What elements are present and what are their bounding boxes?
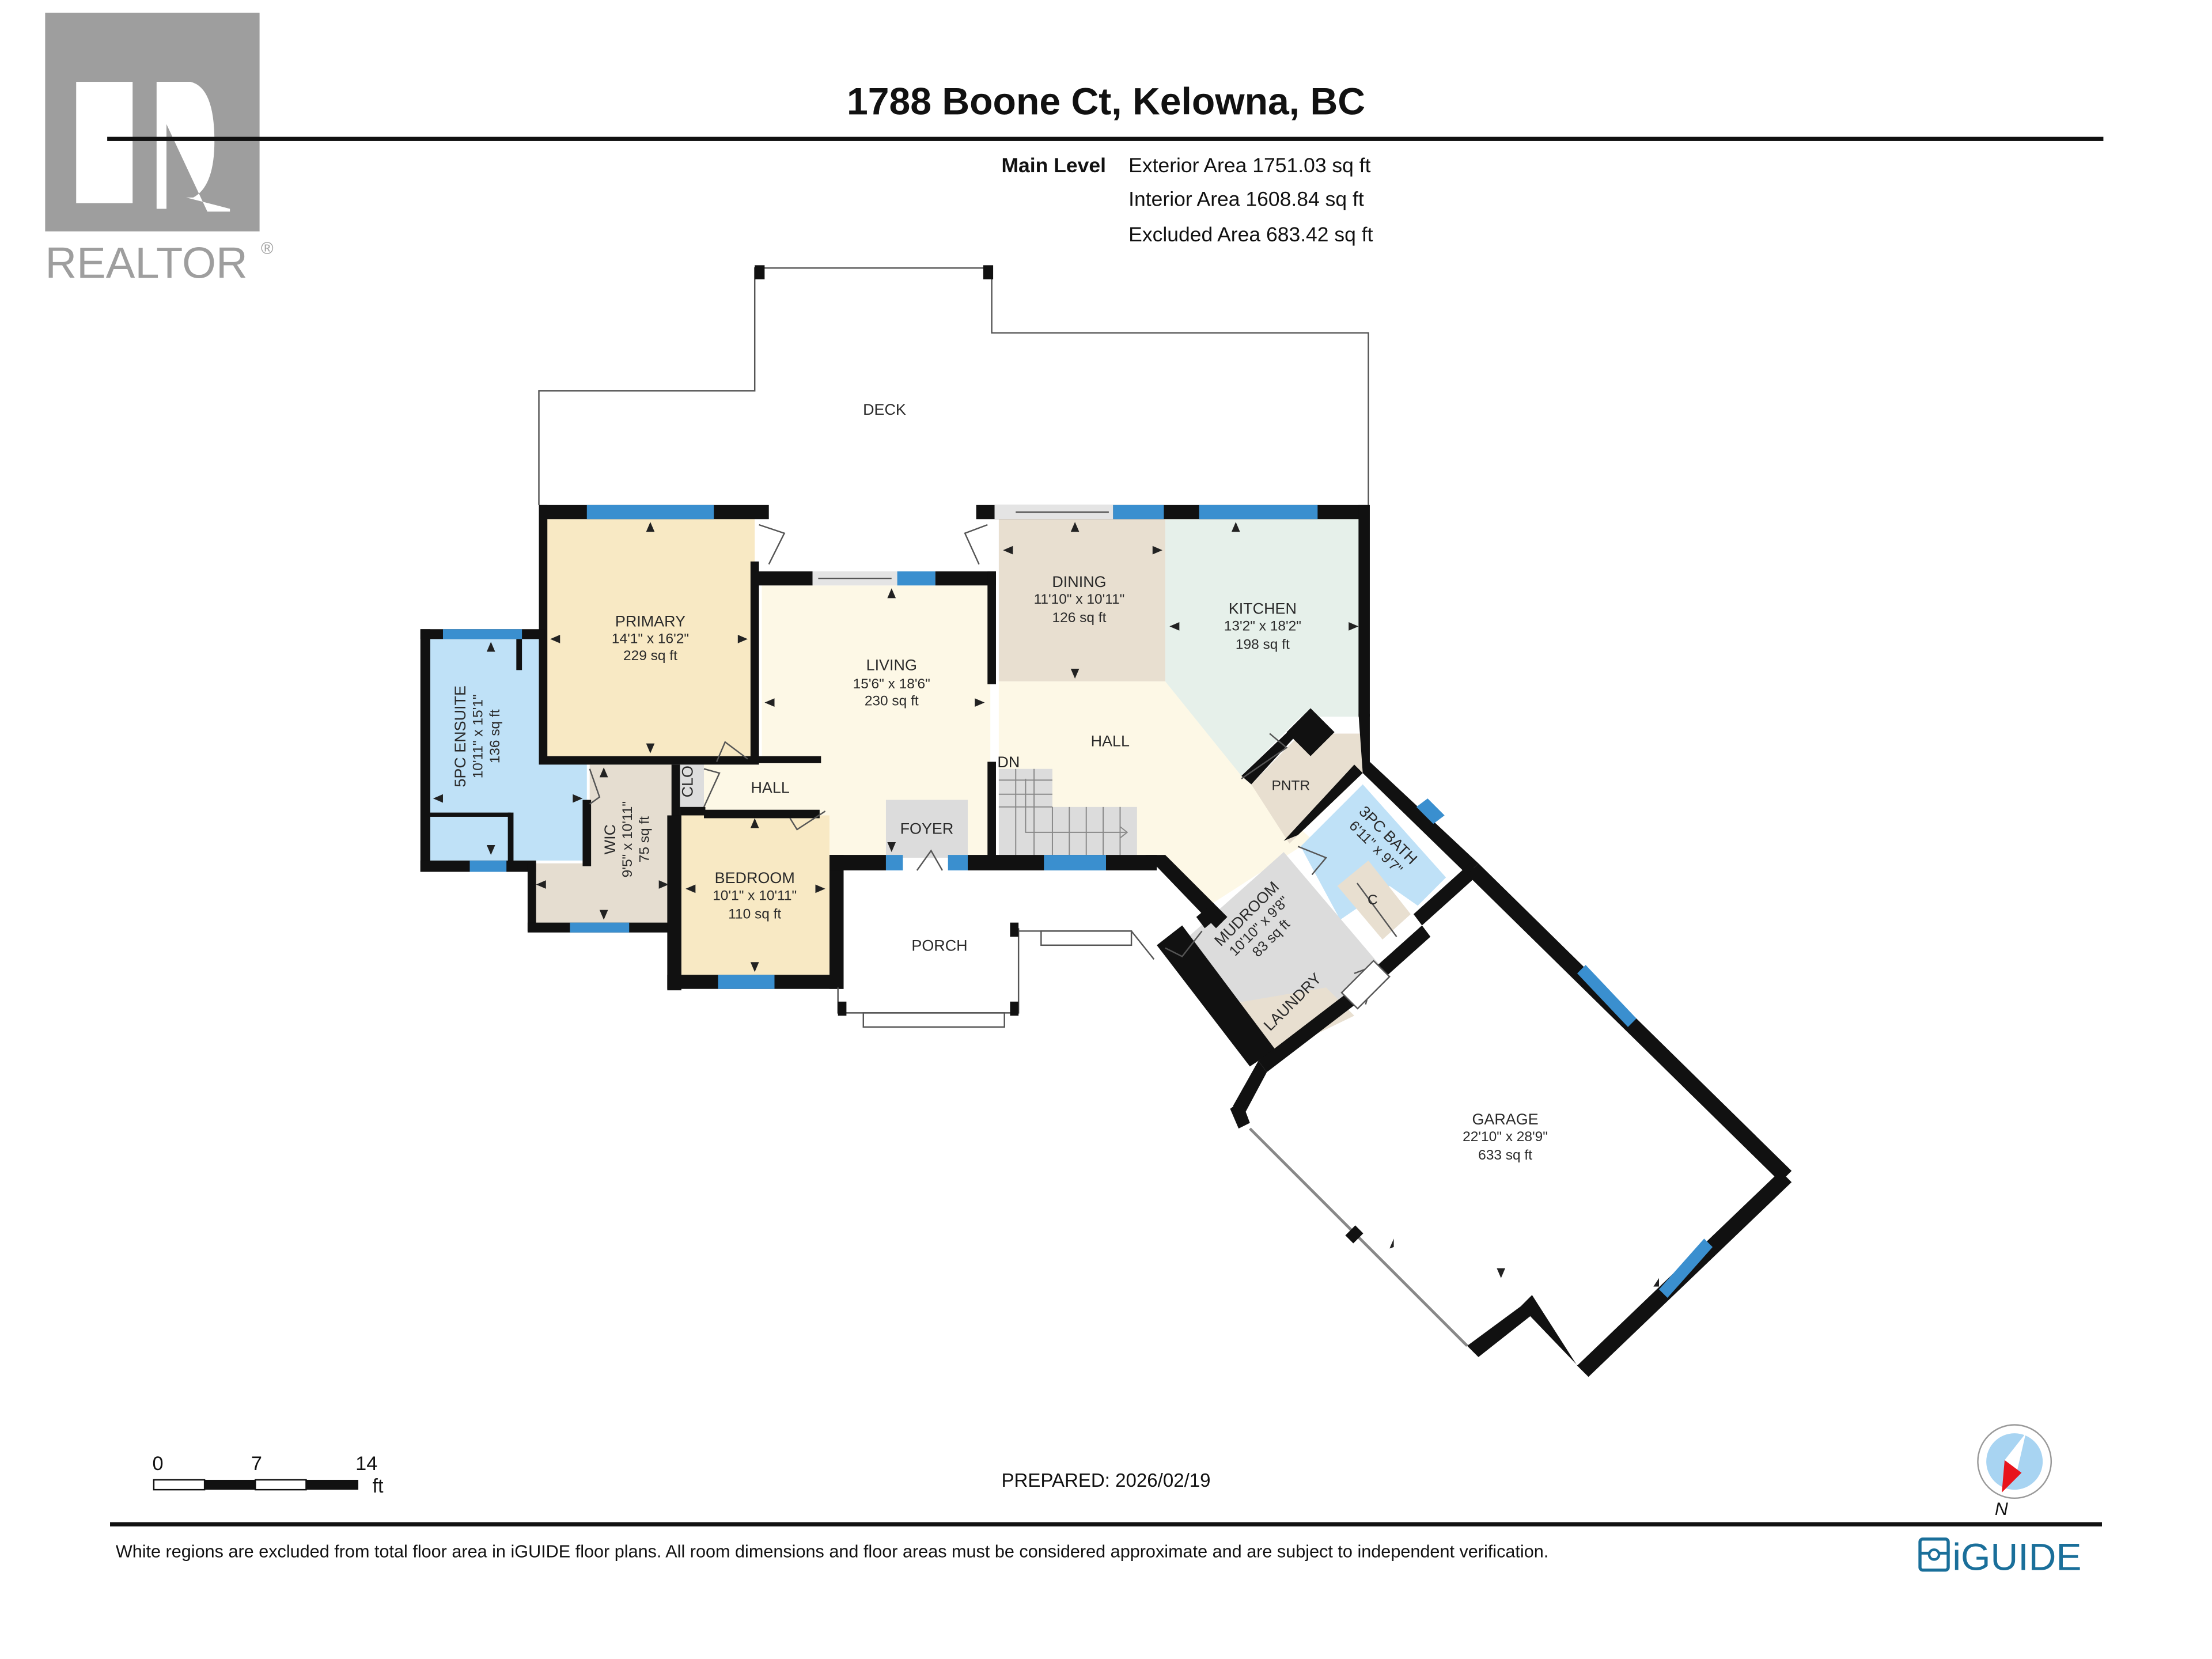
disclaimer-text: White regions are excluded from total fl… bbox=[116, 1542, 1548, 1562]
room-bedroom bbox=[681, 815, 830, 975]
svg-text:110 sq ft: 110 sq ft bbox=[728, 906, 781, 922]
svg-text:BEDROOM: BEDROOM bbox=[715, 869, 795, 887]
room-wic bbox=[533, 764, 675, 925]
realtor-wordmark: REALTOR bbox=[45, 238, 248, 287]
svg-text:230 sq ft: 230 sq ft bbox=[865, 693, 919, 709]
interior-area: Interior Area 1608.84 sq ft bbox=[1128, 188, 1364, 211]
svg-text:136 sq ft: 136 sq ft bbox=[487, 709, 503, 763]
scale-unit: ft bbox=[373, 1475, 384, 1497]
room-bath3 bbox=[1300, 784, 1446, 920]
page-title: 1788 Boone Ct, Kelowna, BC bbox=[847, 80, 1365, 123]
room-deck: DECK bbox=[538, 265, 1369, 505]
realtor-logo: REALTOR ® bbox=[45, 13, 274, 287]
label-dining: DINING 11'10" x 10'11" 126 sq ft bbox=[1034, 573, 1125, 626]
prepared-date: PREPARED: 2026/02/19 bbox=[1001, 1470, 1210, 1491]
compass-north-icon: N bbox=[1977, 1424, 2052, 1519]
windows bbox=[442, 505, 1713, 1298]
exterior-area: Exterior Area 1751.03 sq ft bbox=[1128, 154, 1370, 177]
room-foyer bbox=[885, 800, 968, 858]
header-rule bbox=[107, 137, 2104, 141]
svg-text:10'1" x 10'11": 10'1" x 10'11" bbox=[713, 888, 797, 903]
label-hall-west: HALL bbox=[751, 779, 789, 796]
label-living: LIVING 15'6" x 18'6" 230 sq ft bbox=[853, 656, 930, 709]
svg-text:LIVING: LIVING bbox=[866, 656, 917, 673]
label-pantry: PNTR bbox=[1272, 778, 1310, 793]
svg-text:633 sq ft: 633 sq ft bbox=[1478, 1147, 1532, 1163]
svg-text:9'5" x 10'11": 9'5" x 10'11" bbox=[620, 801, 635, 877]
label-kitchen: KITCHEN 13'2" x 18'2" 198 sq ft bbox=[1224, 600, 1301, 652]
svg-text:0: 0 bbox=[152, 1453, 163, 1475]
svg-text:198 sq ft: 198 sq ft bbox=[1236, 637, 1290, 653]
svg-text:DINING: DINING bbox=[1052, 573, 1106, 590]
svg-text:14: 14 bbox=[355, 1453, 377, 1475]
label-bedroom: BEDROOM 10'1" x 10'11" 110 sq ft bbox=[713, 869, 797, 922]
compass-north-label: N bbox=[1995, 1498, 2008, 1519]
iguide-wordmark: iGUIDE bbox=[1952, 1536, 2081, 1579]
scale-bar: 0 7 14 ft bbox=[152, 1453, 384, 1497]
svg-text:75 sq ft: 75 sq ft bbox=[637, 816, 653, 862]
room-closet-c bbox=[1337, 860, 1411, 940]
svg-text:229 sq ft: 229 sq ft bbox=[623, 648, 677, 664]
svg-text:11'10" x 10'11": 11'10" x 10'11" bbox=[1034, 592, 1125, 607]
porch-label: PORCH bbox=[911, 937, 967, 955]
footer-rule bbox=[110, 1522, 2102, 1527]
label-closet-c: C bbox=[1368, 892, 1378, 908]
deck-label: DECK bbox=[863, 401, 906, 418]
stairs-down-label: DN bbox=[997, 753, 1020, 771]
room-porch: PORCH bbox=[837, 922, 1155, 1028]
doors bbox=[589, 505, 1468, 1347]
room-pantry bbox=[1251, 733, 1363, 844]
room-primary bbox=[546, 519, 755, 759]
label-wic: WIC 9'5" x 10'11" 75 sq ft bbox=[601, 801, 653, 877]
label-primary: PRIMARY 14'1" x 16'2" 229 sq ft bbox=[612, 612, 689, 664]
label-ensuite: 5PC ENSUITE 10'11" x 15'1" 136 sq ft bbox=[452, 685, 503, 787]
label-hall-east: HALL bbox=[1091, 733, 1130, 750]
svg-text:126 sq ft: 126 sq ft bbox=[1052, 610, 1107, 626]
svg-text:14'1" x 16'2": 14'1" x 16'2" bbox=[612, 631, 689, 647]
stairs: DN bbox=[997, 753, 1137, 855]
svg-text:22'10" x 28'9": 22'10" x 28'9" bbox=[1463, 1129, 1548, 1145]
garage-door-post bbox=[1345, 1225, 1363, 1244]
svg-text:WIC: WIC bbox=[601, 824, 619, 854]
room-dining bbox=[998, 519, 1165, 681]
label-garage: GARAGE 22'10" x 28'9" 633 sq ft bbox=[1463, 1111, 1548, 1163]
label-foyer: FOYER bbox=[900, 820, 954, 837]
svg-text:5PC ENSUITE: 5PC ENSUITE bbox=[452, 685, 469, 787]
iguide-logo: iGUIDE bbox=[1918, 1536, 2081, 1579]
svg-text:13'2" x 18'2": 13'2" x 18'2" bbox=[1224, 619, 1301, 634]
svg-text:7: 7 bbox=[251, 1453, 262, 1475]
svg-text:PRIMARY: PRIMARY bbox=[615, 612, 685, 630]
svg-text:10'11" x 15'1": 10'11" x 15'1" bbox=[471, 694, 486, 778]
level-label: Main Level bbox=[1001, 154, 1106, 177]
room-ensuite bbox=[429, 637, 587, 861]
svg-text:GARAGE: GARAGE bbox=[1472, 1111, 1538, 1128]
dimension-arrows bbox=[433, 522, 1659, 1287]
registered-mark-icon: ® bbox=[261, 239, 274, 258]
label-clo: CLO bbox=[679, 766, 696, 797]
excluded-area: Excluded Area 683.42 sq ft bbox=[1128, 223, 1373, 246]
room-clo bbox=[678, 764, 704, 810]
svg-text:15'6" x 18'6": 15'6" x 18'6" bbox=[853, 676, 930, 692]
svg-text:KITCHEN: KITCHEN bbox=[1229, 600, 1297, 617]
